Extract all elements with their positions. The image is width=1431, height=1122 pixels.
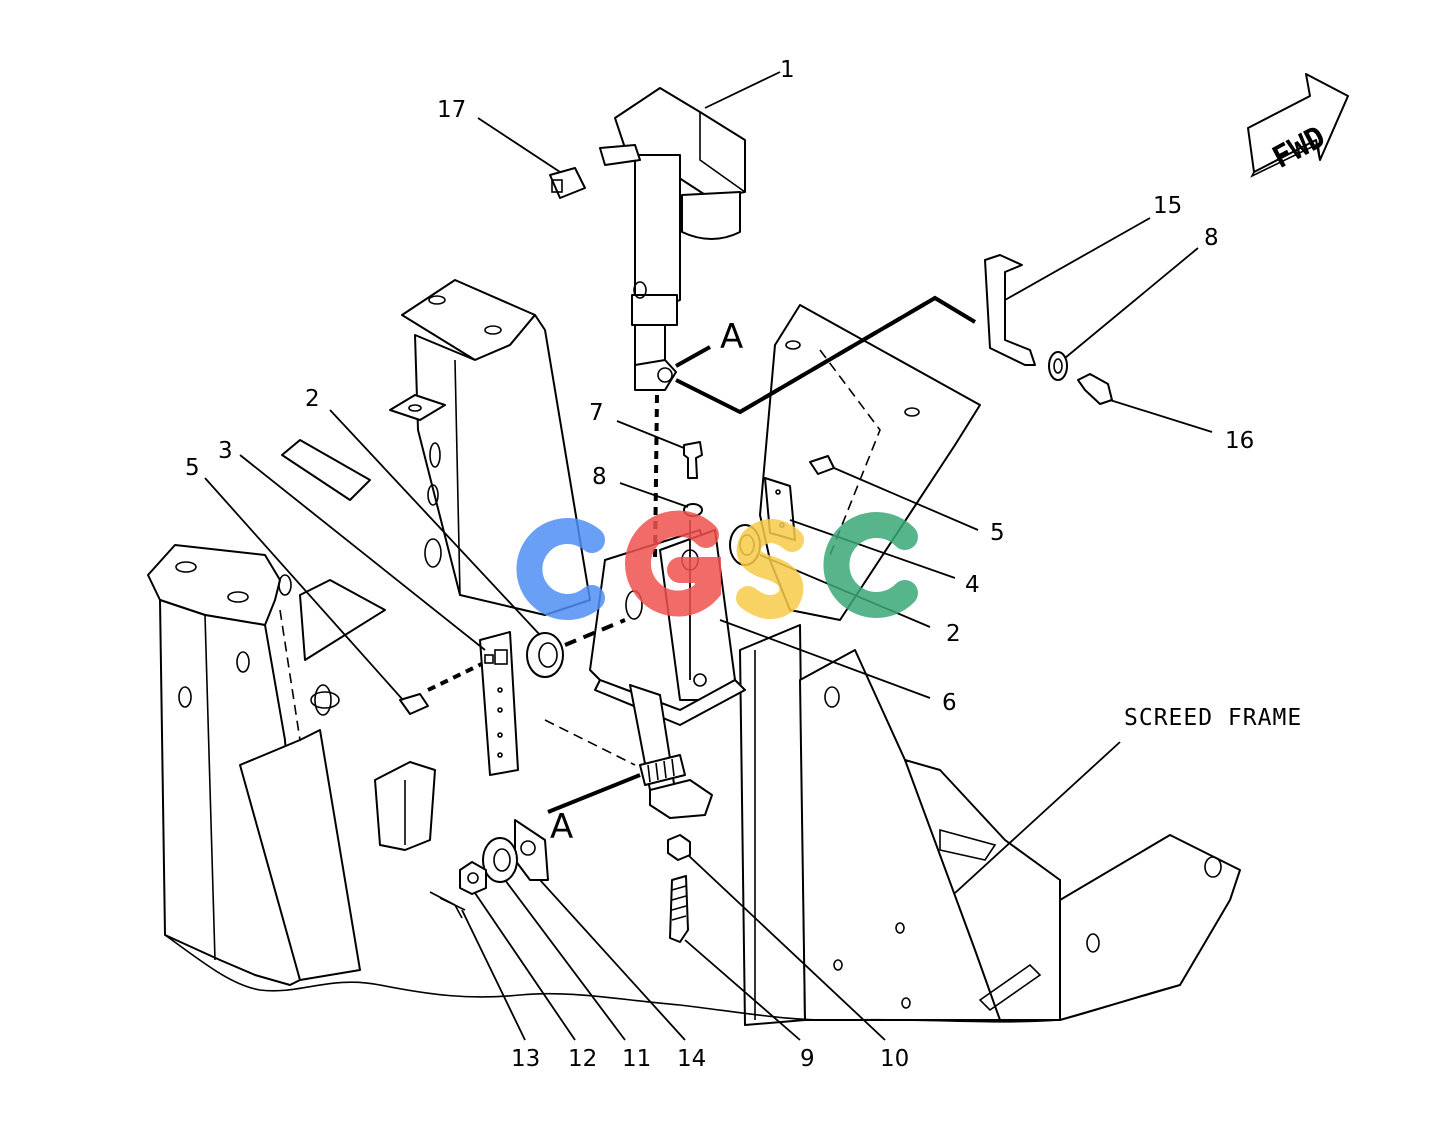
callout-8-center: 8: [592, 464, 607, 490]
callout-2-left: 2: [305, 386, 320, 412]
section-mark-bottom: A: [550, 807, 573, 847]
section-mark-top: A: [720, 317, 743, 357]
callout-14: 14: [677, 1046, 706, 1072]
left-post: [147, 544, 361, 986]
part-14-tab: [514, 819, 549, 881]
watermark-letter-c1: [516, 518, 605, 620]
callout-12: 12: [568, 1046, 597, 1072]
callout-16: 16: [1225, 428, 1254, 454]
mid-left-plate: [281, 439, 386, 709]
part-11-washer: [482, 837, 518, 883]
watermark-letter-c2: [823, 512, 918, 618]
part-16-bolt: [1077, 373, 1113, 405]
callout-5-right: 5: [990, 520, 1005, 546]
part-17-clevis: [549, 167, 586, 199]
fwd-arrow: FWD: [1247, 73, 1349, 178]
shaft-line: [564, 618, 626, 647]
callout-9: 9: [800, 1046, 815, 1072]
part-15-bracket: [984, 254, 1036, 366]
part-10-nut: [667, 834, 691, 861]
callout-8-upper: 8: [1204, 225, 1219, 251]
center-post: [389, 279, 591, 616]
screed-frame: [739, 624, 1241, 1026]
part-3-switch-plate: [479, 631, 519, 776]
callout-7: 7: [589, 400, 604, 426]
part-9-bolt: [669, 875, 689, 943]
screw-line: [427, 658, 491, 692]
lower-left-bracket: [374, 761, 436, 851]
part-8-washer-upper: [1048, 351, 1068, 381]
watermark-letter-s: [736, 519, 804, 619]
hidden-line-lower: [544, 719, 636, 766]
watermark-logo: [516, 510, 918, 620]
cable-dashed: [738, 296, 937, 414]
break-line: [164, 934, 1181, 1023]
callout-10: 10: [880, 1046, 909, 1072]
callout-13: 13: [511, 1046, 540, 1072]
callout-11: 11: [622, 1046, 651, 1072]
watermark-letter-g: [625, 510, 721, 617]
part-13-cotter-pin: [429, 891, 466, 919]
callout-17: 17: [437, 97, 466, 123]
part-7-bolt: [683, 441, 703, 479]
lower-spring: [639, 754, 713, 819]
part-12-nut: [459, 861, 487, 895]
screed-frame-label: SCREED FRAME: [1124, 705, 1302, 731]
callout-3: 3: [218, 438, 233, 464]
callout-2-right: 2: [946, 621, 961, 647]
callout-5-left: 5: [185, 455, 200, 481]
part-2-bearing-left: [526, 632, 564, 678]
part-5-screw-left: [399, 693, 429, 715]
callout-15: 15: [1153, 193, 1182, 219]
leader-lines: [204, 71, 1213, 1041]
callout-4: 4: [965, 572, 980, 598]
callout-1: 1: [780, 57, 795, 83]
callout-6: 6: [942, 690, 957, 716]
actuator: [599, 87, 746, 391]
